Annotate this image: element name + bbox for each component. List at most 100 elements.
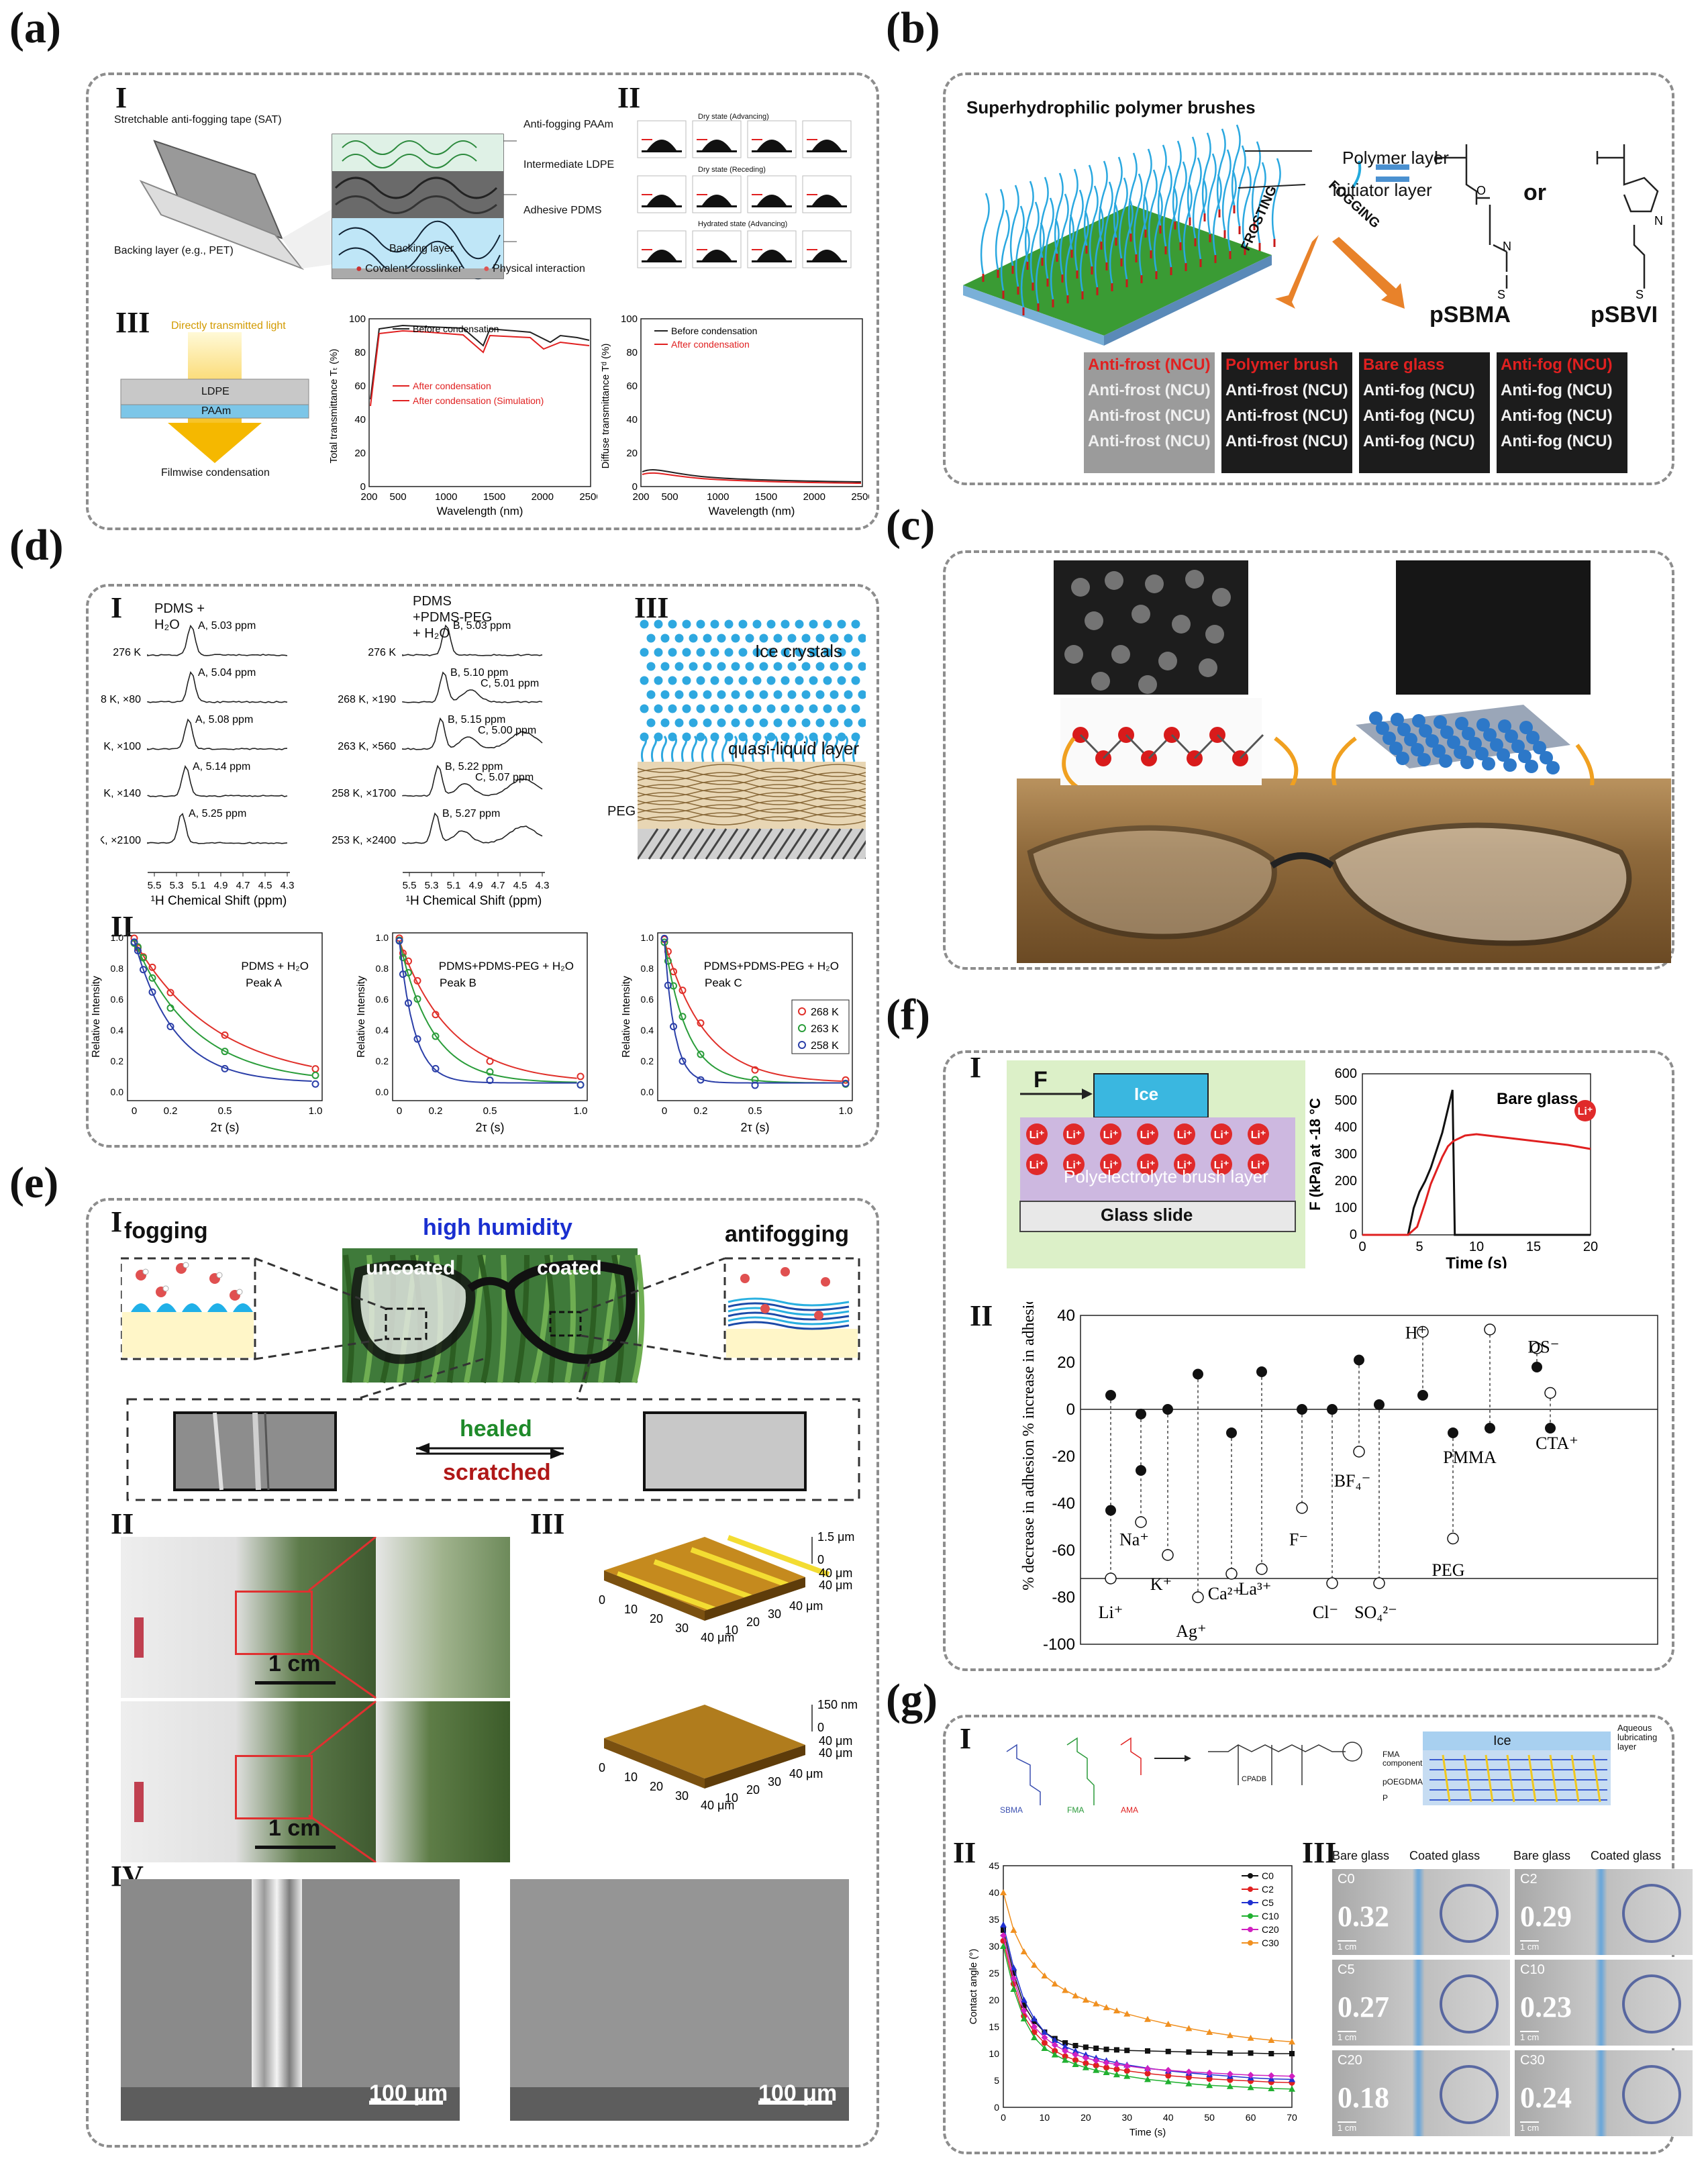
a-paam-layer-label: Anti-fogging PAAm	[523, 119, 613, 131]
d-decay-title: PDMS + H₂O	[241, 960, 309, 972]
f-adh-ion-label: Na⁺	[1119, 1530, 1149, 1550]
f-adh-ytick: -100	[1043, 1636, 1075, 1654]
e-afm-tick: 30	[675, 1621, 689, 1635]
f-adh-ytick: -20	[1052, 1448, 1075, 1466]
svg-text:N: N	[1654, 214, 1663, 228]
g-legend-entry: C2	[1262, 1884, 1274, 1895]
g-ytick: 30	[989, 1941, 999, 1952]
d-decay-legend-entry: 258 K	[811, 1040, 839, 1052]
d-nmr-xtick: 5.5	[148, 880, 162, 891]
a-ytick: 60	[354, 381, 366, 392]
f-adh-ylabel-top: % increase in adhesion	[1020, 1302, 1038, 1436]
g-legend-entry: C10	[1262, 1911, 1279, 1921]
d-decay-point	[313, 1072, 319, 1078]
g-xtick: 70	[1287, 2112, 1297, 2123]
f-adh-point-filled	[1136, 1409, 1146, 1419]
d-decay-ytick: 0.6	[376, 994, 389, 1005]
c-glasses-photo	[1017, 779, 1671, 963]
f-roman-II: II	[970, 1299, 993, 1333]
e-afm-tick: 10	[624, 1770, 638, 1784]
a-ytick: 0	[632, 481, 638, 493]
g-tile-seal	[1622, 2065, 1681, 2124]
g-point	[1021, 1948, 1027, 1954]
e-high-humidity-label: high humidity	[423, 1215, 572, 1241]
a-paam-label: PAAm	[201, 405, 231, 417]
panel-letter-a: (a)	[9, 3, 61, 54]
f-adh-point-filled	[1297, 1404, 1307, 1415]
svg-text:Li⁺: Li⁺	[1251, 1129, 1266, 1141]
f-force-xlabel: Time (s)	[1446, 1254, 1507, 1268]
f-adh-ion-label: BF₄⁻	[1334, 1471, 1371, 1491]
b-photo-line: Anti-fog (NCU)	[1501, 403, 1627, 429]
e-afm-tick: 30	[675, 1789, 689, 1803]
b-psbma-label: pSBMA	[1429, 302, 1511, 328]
g-tile-value: 0.18	[1338, 2080, 1389, 2115]
b-photo-2: Polymer brushAnti-frost (NCU)Anti-frost …	[1221, 352, 1352, 473]
d-decay-xlabel: 2τ (s)	[210, 1121, 239, 1134]
g-tile-header: Bare glass	[1332, 1849, 1389, 1863]
g-xtick: 40	[1163, 2112, 1174, 2123]
f-adh-ytick: -60	[1052, 1542, 1075, 1560]
g-xtick: 60	[1246, 2112, 1256, 2123]
f-force-xtick: 15	[1526, 1240, 1541, 1254]
g-point	[1248, 2050, 1254, 2056]
d-decay-ytick: 0.6	[111, 994, 124, 1005]
g-point	[1166, 2049, 1171, 2054]
f-I-force-chart: 010020030040050060005101520Time (s)F (kP…	[1305, 1060, 1631, 1268]
d-nmr-peak: A, 5.04 ppm	[198, 667, 256, 679]
d-nmr-xtick: 4.3	[536, 880, 550, 891]
a-ytick: 80	[626, 347, 638, 358]
d-nmr-xtick: 5.3	[170, 880, 184, 891]
g-point	[1227, 2050, 1233, 2056]
f-adh-point-open	[1162, 1550, 1173, 1560]
f-adh-point-filled	[1256, 1366, 1267, 1377]
g-tile: C300.241 cm	[1515, 2050, 1693, 2136]
e-afm-side2: 40 μm	[819, 1578, 852, 1592]
e-II-zoom-lines	[121, 1537, 510, 1862]
d-nmr-peak2: C, 5.01 ppm	[481, 678, 539, 689]
b-photo-line: Anti-fog (NCU)	[1363, 378, 1490, 403]
d-nmr-temp: 268 K, ×80	[101, 694, 141, 705]
f-force-ytick: 400	[1335, 1120, 1357, 1135]
e-afm-tick: 10	[624, 1603, 638, 1616]
g-tile-scale: 1 cm	[1520, 1940, 1539, 1952]
d-decay-point	[313, 1081, 319, 1087]
d-decay-xtick: 1.0	[574, 1105, 588, 1117]
d-ice-crystals-label: Ice crystals	[755, 641, 842, 662]
svg-text:Li⁺: Li⁺	[1177, 1129, 1193, 1141]
f-force-ylabel: F (kPa) at -18 °C	[1307, 1098, 1323, 1211]
f-adh-ytick: 20	[1057, 1354, 1075, 1372]
g-point	[1289, 2073, 1295, 2080]
a-III-diffuse-transmittance-chart: Diffuse transmittance Tᵈ (%) Wavelength …	[601, 305, 869, 520]
e-fogging-label: fogging	[124, 1218, 208, 1244]
a-ytick: 20	[626, 448, 638, 459]
g-xlabel: Time (s)	[1129, 2127, 1166, 2138]
g-ytick: 15	[989, 2021, 999, 2032]
g-point	[1072, 1993, 1079, 1999]
svg-text:Li⁺: Li⁺	[1140, 1129, 1156, 1141]
a-xtick: 200	[360, 491, 377, 503]
d-nmr-xlabel: ¹H Chemical Shift (ppm)	[151, 894, 287, 908]
b-photo-line: Anti-frost (NCU)	[1225, 403, 1352, 429]
d-nmr-peak2: C, 5.07 ppm	[475, 772, 534, 783]
a-xtick: 1500	[755, 491, 777, 503]
g-ylabel: Contact angle (°)	[968, 1949, 979, 2025]
a-ytick: 40	[626, 414, 638, 425]
d-nmr-peak: B, 5.27 ppm	[442, 808, 500, 819]
g-tile: C50.271 cm	[1332, 1960, 1510, 2046]
svg-text:Li⁺: Li⁺	[1029, 1129, 1045, 1141]
svg-text:S: S	[1636, 288, 1644, 301]
a-ytick: 100	[349, 313, 366, 325]
f-adh-point-open	[1327, 1578, 1338, 1589]
g-tile-header: Coated glass	[1409, 1849, 1480, 1863]
a-backing-short-label: Backing layer	[389, 243, 454, 255]
g-tile-header: Coated glass	[1591, 1849, 1661, 1863]
svg-text:N: N	[1503, 240, 1511, 253]
e-afm-tick: 20	[650, 1780, 663, 1793]
g-xtick: 50	[1204, 2112, 1215, 2123]
f-adh-point-filled	[1374, 1399, 1385, 1410]
f-li-badge: Li⁺	[1578, 1106, 1593, 1117]
d-decay-ytick: 0.8	[641, 963, 654, 974]
f-adh-ion-label: Ca²⁺	[1208, 1584, 1242, 1603]
g-tile-value: 0.24	[1520, 2080, 1572, 2115]
